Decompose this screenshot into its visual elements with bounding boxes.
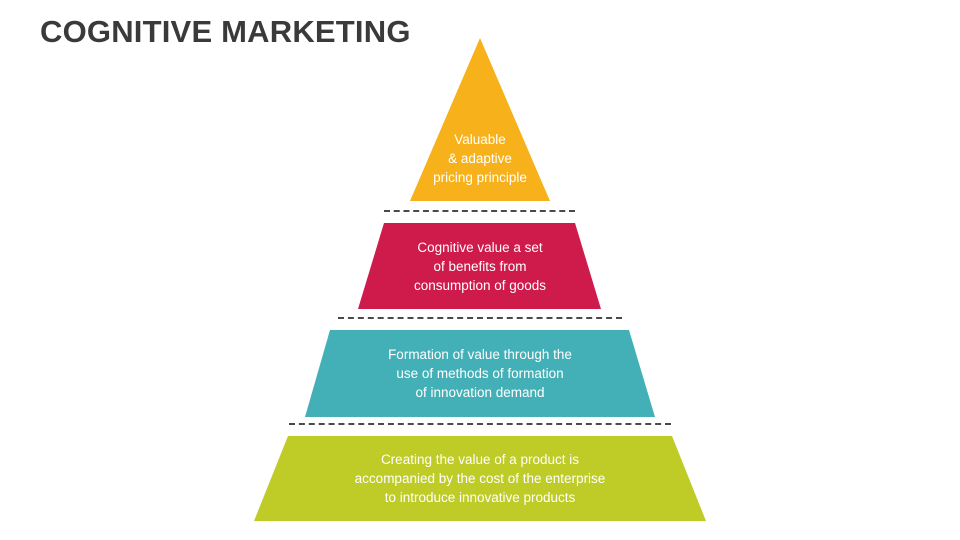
tier-3-line-2: use of methods of formation bbox=[396, 365, 564, 381]
tier-4-line-3: to introduce innovative products bbox=[384, 489, 576, 505]
tier-1-line-1: Valuable bbox=[454, 131, 506, 147]
tier-2-line-3: consumption of goods bbox=[413, 277, 547, 293]
divider-1 bbox=[384, 210, 575, 212]
tier-1-text: Valuable & adaptive pricing principle bbox=[400, 128, 560, 188]
tier-3-line-1: Formation of value through the bbox=[388, 346, 572, 362]
tier-4-line-2: accompanied by the cost of the enterpris… bbox=[354, 470, 606, 486]
tier-2-text: Cognitive value a set of benefits from c… bbox=[370, 236, 590, 296]
divider-3 bbox=[289, 423, 671, 425]
tier-3-text: Formation of value through the use of me… bbox=[340, 343, 620, 403]
tier-1-shape bbox=[410, 38, 550, 201]
tier-3-line-3: of innovation demand bbox=[415, 384, 545, 400]
tier-1-line-2: & adaptive bbox=[448, 150, 512, 166]
tier-2-shape bbox=[358, 223, 601, 309]
tier-4-text: Creating the value of a product is accom… bbox=[310, 448, 650, 508]
tier-2-line-1: Cognitive value a set bbox=[417, 239, 543, 255]
tier-1-line-3: pricing principle bbox=[433, 169, 527, 185]
divider-2 bbox=[338, 317, 622, 319]
tier-4-shape bbox=[254, 436, 706, 521]
tier-4-line-1: Creating the value of a product is bbox=[380, 451, 580, 467]
page-title: COGNITIVE MARKETING bbox=[40, 14, 411, 49]
tier-3-shape bbox=[305, 330, 655, 417]
tier-2-line-2: of benefits from bbox=[433, 258, 527, 274]
